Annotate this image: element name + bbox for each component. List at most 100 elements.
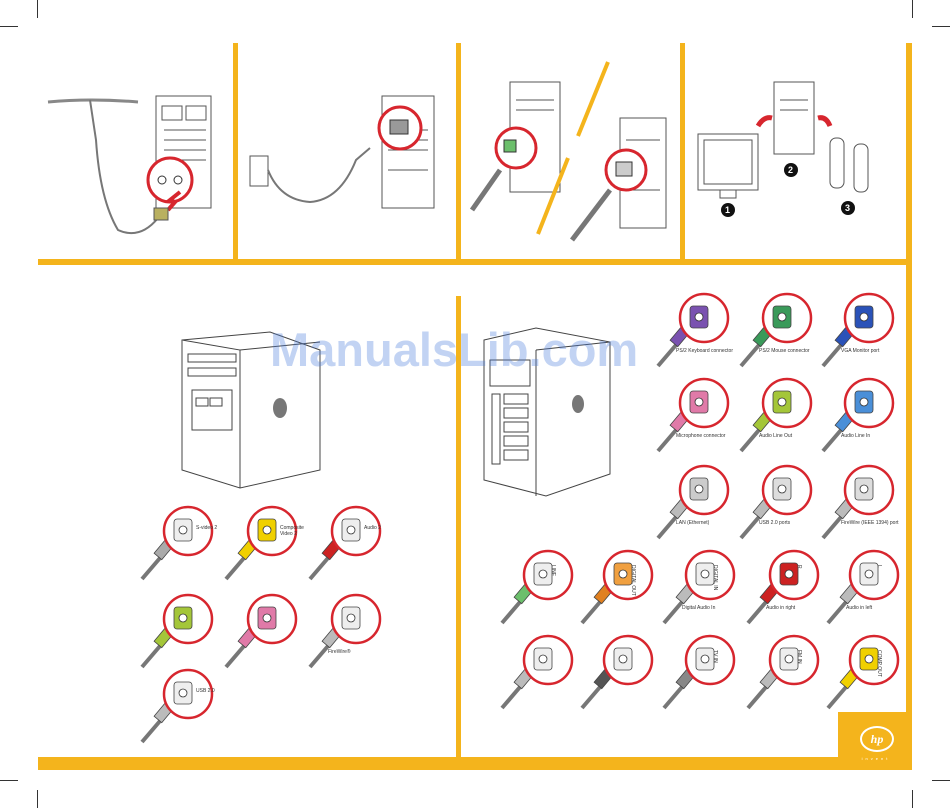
- microphone-icon: [656, 377, 730, 453]
- port-text: DIGITAL IN: [712, 565, 718, 591]
- mouse-icon: [739, 292, 813, 368]
- connector-label: LAN (Ethernet): [676, 520, 710, 526]
- tower-front-illustration: [181, 331, 321, 489]
- digital-out-connector: DIGITAL OUT: [578, 547, 658, 632]
- usb-connector: USB 2.0 ports: [737, 462, 817, 547]
- port-text: COMP OUT: [876, 650, 882, 677]
- tower-rear-illustration: [483, 327, 611, 497]
- microphone-connector: [222, 591, 302, 676]
- headphone-icon: [140, 593, 214, 669]
- port-text: L: [876, 565, 882, 568]
- crop-mark: [0, 780, 18, 781]
- fm-in-icon: [746, 634, 820, 710]
- step-network: [469, 61, 667, 242]
- crop-mark: [0, 26, 18, 27]
- divider-horizontal-bottom: [38, 757, 838, 770]
- dvi-icon: [500, 634, 574, 710]
- step-antenna: [47, 95, 212, 234]
- firewire-connector: FireWire®: [306, 591, 386, 676]
- dvi-connector: [498, 632, 578, 717]
- crop-mark: [912, 0, 913, 18]
- connector-label: PS/2 Mouse connector: [759, 348, 810, 354]
- connector-label: Digital Audio In: [682, 605, 716, 611]
- crop-mark: [912, 790, 913, 808]
- digital-in-icon: [662, 549, 736, 625]
- crop-mark: [932, 26, 950, 27]
- hp-logo-icon: hp: [860, 726, 894, 752]
- connector-label: USB 2.0 ports: [759, 520, 791, 526]
- microphone-icon: [224, 593, 298, 669]
- divider-vertical-right: [906, 43, 912, 712]
- line-icon: [500, 549, 574, 625]
- connector-label: Microphone connector: [676, 433, 726, 439]
- usb-icon: [739, 464, 813, 540]
- lan-connector: LAN (Ethernet): [654, 462, 734, 547]
- audio-out-connector: Audio Line Out: [737, 375, 817, 460]
- firewire-connector: FireWire (IEEE 1394) port: [819, 462, 899, 547]
- firewire-icon: [821, 464, 895, 540]
- keyboard-icon: [656, 292, 730, 368]
- audio-right-icon: [746, 549, 820, 625]
- tv-in-icon: [662, 634, 736, 710]
- divider-vertical-middle: [456, 296, 461, 757]
- brand-block: hp invent: [838, 712, 912, 770]
- comp-out-connector: COMP OUT: [824, 632, 904, 717]
- comp-out-icon: [826, 634, 900, 710]
- s-video-connector: [578, 632, 658, 717]
- digital-out-icon: [580, 549, 654, 625]
- microphone-connector: Microphone connector: [654, 375, 734, 460]
- connector-label: Audio 2: [364, 525, 381, 531]
- vga-connector: VGA Monitor port: [819, 290, 899, 375]
- audio-connector: Audio 2: [306, 503, 386, 588]
- s-video-icon: [580, 634, 654, 710]
- port-text: R: [796, 565, 802, 569]
- connector-label: Audio Line In: [841, 433, 871, 439]
- usb-icon: [140, 668, 214, 744]
- usb-connector: USB 2.0: [138, 666, 218, 751]
- port-text: LINE: [550, 565, 556, 577]
- divider-vertical-3: [680, 43, 685, 259]
- crop-mark: [932, 780, 950, 781]
- watermark-text: ManualsLib.com: [270, 323, 639, 376]
- step-number-3: 3: [845, 203, 850, 213]
- s-video-connector: S-video 2: [138, 503, 218, 588]
- connector-label: PS/2 Keyboard connector: [676, 348, 733, 354]
- firewire-icon: [308, 593, 382, 669]
- divider-vertical-2: [456, 43, 461, 259]
- line-connector: LINE: [498, 547, 578, 632]
- composite-video-icon: [224, 505, 298, 581]
- divider-horizontal-top: [38, 259, 912, 265]
- connector-label: FireWire®: [328, 649, 351, 655]
- audio-left-icon: [826, 549, 900, 625]
- composite-video-connector: Composite Video 2: [222, 503, 304, 588]
- port-text: DIGITAL OUT: [630, 565, 636, 596]
- connector-label: Audio in left: [846, 605, 873, 611]
- connector-label: FireWire (IEEE 1394) port: [841, 520, 899, 526]
- divider-vertical-1: [233, 43, 238, 259]
- port-text: TV IN: [712, 650, 718, 663]
- audio-right-connector: R Audio in right: [744, 547, 824, 632]
- crop-mark: [37, 0, 38, 18]
- port-text: FM IN: [796, 650, 802, 664]
- headphone-connector: [138, 591, 218, 676]
- connector-label: Audio in right: [766, 605, 796, 611]
- audio-in-icon: [821, 377, 895, 453]
- audio-in-connector: Audio Line In: [819, 375, 899, 460]
- vga-icon: [821, 292, 895, 368]
- mouse-connector: PS/2 Mouse connector: [737, 290, 817, 375]
- connector-label: VGA Monitor port: [841, 348, 880, 354]
- audio-icon: [308, 505, 382, 581]
- step-monitor-speakers: 1 2 3: [697, 81, 869, 217]
- digital-in-connector: DIGITAL IN Digital Audio In: [660, 547, 740, 632]
- step-number-1: 1: [725, 205, 730, 215]
- brand-tagline: invent: [861, 756, 891, 761]
- audio-left-connector: L Audio in left: [824, 547, 904, 632]
- crop-mark: [37, 790, 38, 808]
- keyboard-connector: PS/2 Keyboard connector: [654, 290, 734, 375]
- step-number-2: 2: [788, 165, 793, 175]
- fm-in-connector: FM IN: [744, 632, 824, 717]
- lan-icon: [656, 464, 730, 540]
- connector-label: USB 2.0: [196, 688, 215, 694]
- connector-label: S-video 2: [196, 525, 218, 531]
- tv-in-connector: TV IN: [660, 632, 740, 717]
